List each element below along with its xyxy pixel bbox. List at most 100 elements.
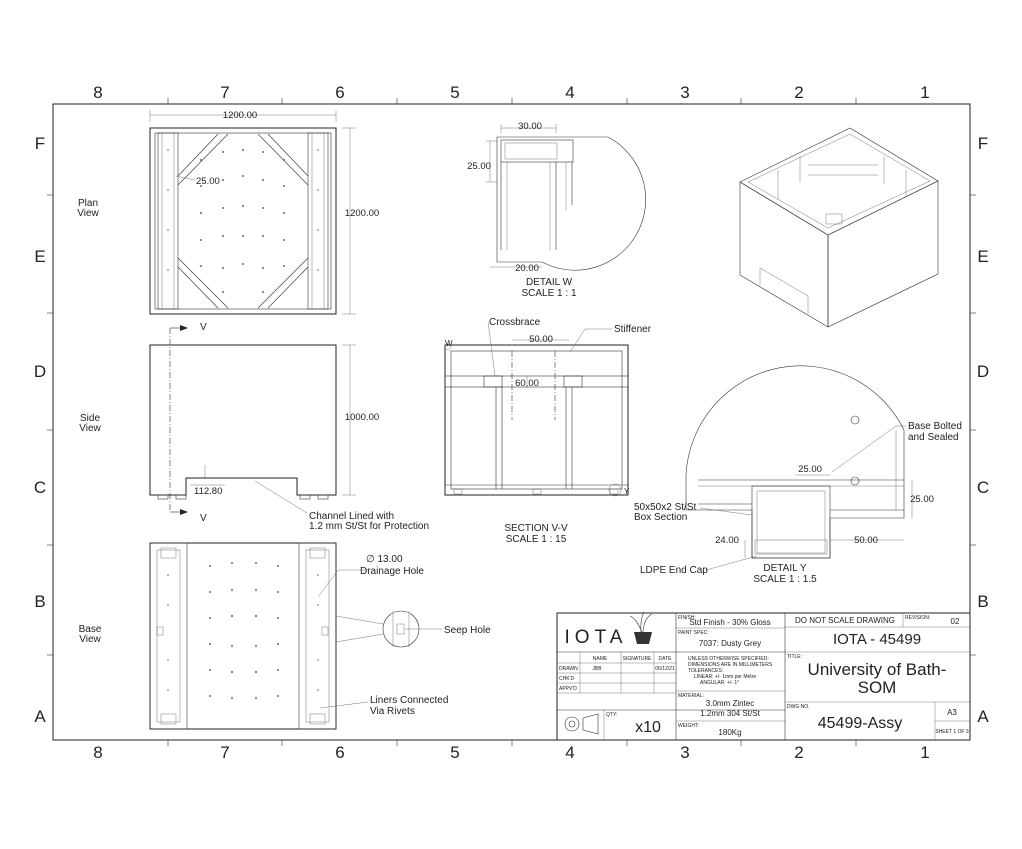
zone-row-right-f: F xyxy=(978,134,988,153)
box-section-2: Box Section xyxy=(634,512,687,523)
stiffener-label: Stiffener xyxy=(614,324,652,335)
zone-row-left-e: E xyxy=(34,247,45,266)
tol-2: DIMENSIONS ARE IN MILLIMETERS xyxy=(688,662,773,668)
detail-y-scale: SCALE 1 : 1.5 xyxy=(753,574,817,585)
row-drawn: DRAWN xyxy=(559,666,578,672)
tol-1: UNLESS OTHERWISE SPECIFIED: xyxy=(688,656,769,662)
detail-w: 30.00 25.00 20.00 DETAIL W SCALE 1 : 1 xyxy=(467,121,646,299)
drainage-dia: ∅ 13.00 xyxy=(366,554,403,565)
zone-col-top-5: 5 xyxy=(450,83,459,102)
drawn-name: JBB xyxy=(592,666,602,672)
zone-row-left-d: D xyxy=(34,362,46,381)
detail-w-dim-left: 25.00 xyxy=(467,161,491,172)
zone-col-top-4: 4 xyxy=(565,83,574,102)
zone-row-right-a: A xyxy=(977,707,989,726)
zone-col-bottom-2: 2 xyxy=(794,743,803,762)
zone-row-left-b: B xyxy=(34,592,45,611)
crossbrace-label: Crossbrace xyxy=(489,317,541,328)
zone-col-bottom-7: 7 xyxy=(220,743,229,762)
section-dim-mid: 60.00 xyxy=(515,378,539,389)
side-height-dim: 1000.00 xyxy=(345,412,379,423)
row-chkd: CHK'D xyxy=(559,676,575,682)
dwg-label: DWG NO. xyxy=(787,704,810,710)
base-view: Base View ∅ 13.00 Drainage Hole xyxy=(79,542,491,730)
row-apprd: APPV'D xyxy=(559,686,577,692)
section-mark-bottom: V xyxy=(200,513,207,524)
zone-col-top-8: 8 xyxy=(93,83,102,102)
material-1: 3.0mm Zintec xyxy=(706,699,754,708)
side-view: Side View V V 1000.00 112.80 Channel Lin… xyxy=(79,322,429,532)
plan-width-dim: 1200.00 xyxy=(223,110,257,121)
zone-row-left-c: C xyxy=(34,478,46,497)
zone-col-bottom-4: 4 xyxy=(565,743,574,762)
detail-y: Base Bolted and Sealed 25.00 25.00 50.00… xyxy=(634,365,962,585)
detail-w-dim-top: 30.00 xyxy=(518,121,542,132)
material-label: MATERIAL: xyxy=(678,693,704,699)
finish-label: FINISH: xyxy=(678,615,696,621)
part-number: IOTA - 45499 xyxy=(833,631,921,648)
zone-col-bottom-3: 3 xyxy=(680,743,689,762)
paint-value: 7037: Dusty Grey xyxy=(699,639,761,648)
isometric-view xyxy=(739,127,939,328)
liners-callout-1: Liners Connected xyxy=(370,695,448,706)
tol-4: LINEAR: +/- 1mm per Metre xyxy=(694,674,756,680)
ldpe-end-cap: LDPE End Cap xyxy=(640,565,708,576)
section-vv-title: SECTION V-V xyxy=(504,523,568,534)
zone-row-right-b: B xyxy=(977,592,988,611)
plan-brace-dim: 25.00 xyxy=(196,176,220,187)
side-notch-dim: 112.80 xyxy=(194,486,222,497)
zone-col-top-1: 1 xyxy=(920,83,929,102)
revision-label: REVISION: xyxy=(905,615,930,621)
zone-col-top-6: 6 xyxy=(335,83,344,102)
title-block: IOTA FINISH: Std Finish - 30% Gloss PAIN… xyxy=(556,611,971,741)
plan-view-label-2: View xyxy=(77,208,99,219)
sheet-border xyxy=(47,98,976,746)
title-label: TITLE: xyxy=(787,654,802,660)
detail-w-title: DETAIL W xyxy=(526,277,573,288)
paint-label: PAINT SPEC: xyxy=(678,630,709,636)
col-name: NAME xyxy=(593,656,608,662)
col-date: DATE xyxy=(659,656,673,662)
qty-value: x10 xyxy=(635,719,661,736)
col-signature: SIGNATURE xyxy=(623,656,652,662)
projection-symbol-icon xyxy=(564,713,599,735)
drainage-hole-label: Drainage Hole xyxy=(360,566,424,577)
zone-row-right-c: C xyxy=(977,478,989,497)
base-view-label-1: Base xyxy=(79,624,102,635)
tol-5: ANGULAR: +/- 1° xyxy=(700,680,739,686)
zone-col-top-3: 3 xyxy=(680,83,689,102)
section-mark-top: V xyxy=(200,322,207,333)
sheet-size: A3 xyxy=(947,708,957,717)
plan-height-dim: 1200.00 xyxy=(345,208,379,219)
base-bolted-1: Base Bolted xyxy=(908,421,962,432)
title-line-1: University of Bath- xyxy=(808,660,947,679)
section-vv: W Y 50.00 60.00 Crossbrace Stiffener SEC… xyxy=(444,317,652,545)
iota-logo: IOTA xyxy=(565,627,628,648)
liners-callout-2: Via Rivets xyxy=(370,706,415,717)
detail-y-dim-top: 25.00 xyxy=(798,464,822,475)
seep-hole-label: Seep Hole xyxy=(444,625,491,636)
weight-label: WEIGHT: xyxy=(678,723,699,729)
detail-y-dim-bottom-right: 50.00 xyxy=(854,535,878,546)
plant-pot-icon xyxy=(629,611,653,644)
detail-y-dim-bottom-left: 24.00 xyxy=(715,535,739,546)
side-view-label-1: Side xyxy=(80,413,100,424)
qty-label: QTY: xyxy=(606,712,617,718)
section-y-marker: Y xyxy=(624,487,630,496)
detail-y-dim-right: 25.00 xyxy=(910,494,934,505)
weight-value: 180Kg xyxy=(718,728,741,737)
base-view-label-2: View xyxy=(79,634,101,645)
side-view-label-2: View xyxy=(79,423,101,434)
revision-value: 02 xyxy=(951,617,960,626)
title-line-2: SOM xyxy=(858,678,897,697)
detail-y-title: DETAIL Y xyxy=(763,563,806,574)
zone-col-top-7: 7 xyxy=(220,83,229,102)
material-2: 1.2mm 304 St/St xyxy=(700,709,760,718)
channel-callout-2: 1.2 mm St/St for Protection xyxy=(309,521,429,532)
drawn-date: 06/12/21 xyxy=(655,666,675,672)
section-dim-top: 50.00 xyxy=(529,334,553,345)
tol-3: TOLERANCES: xyxy=(688,668,723,674)
plan-view-label-1: Plan xyxy=(78,198,98,209)
detail-w-scale: SCALE 1 : 1 xyxy=(521,288,576,299)
dwg-number: 45499-Assy xyxy=(818,715,903,732)
